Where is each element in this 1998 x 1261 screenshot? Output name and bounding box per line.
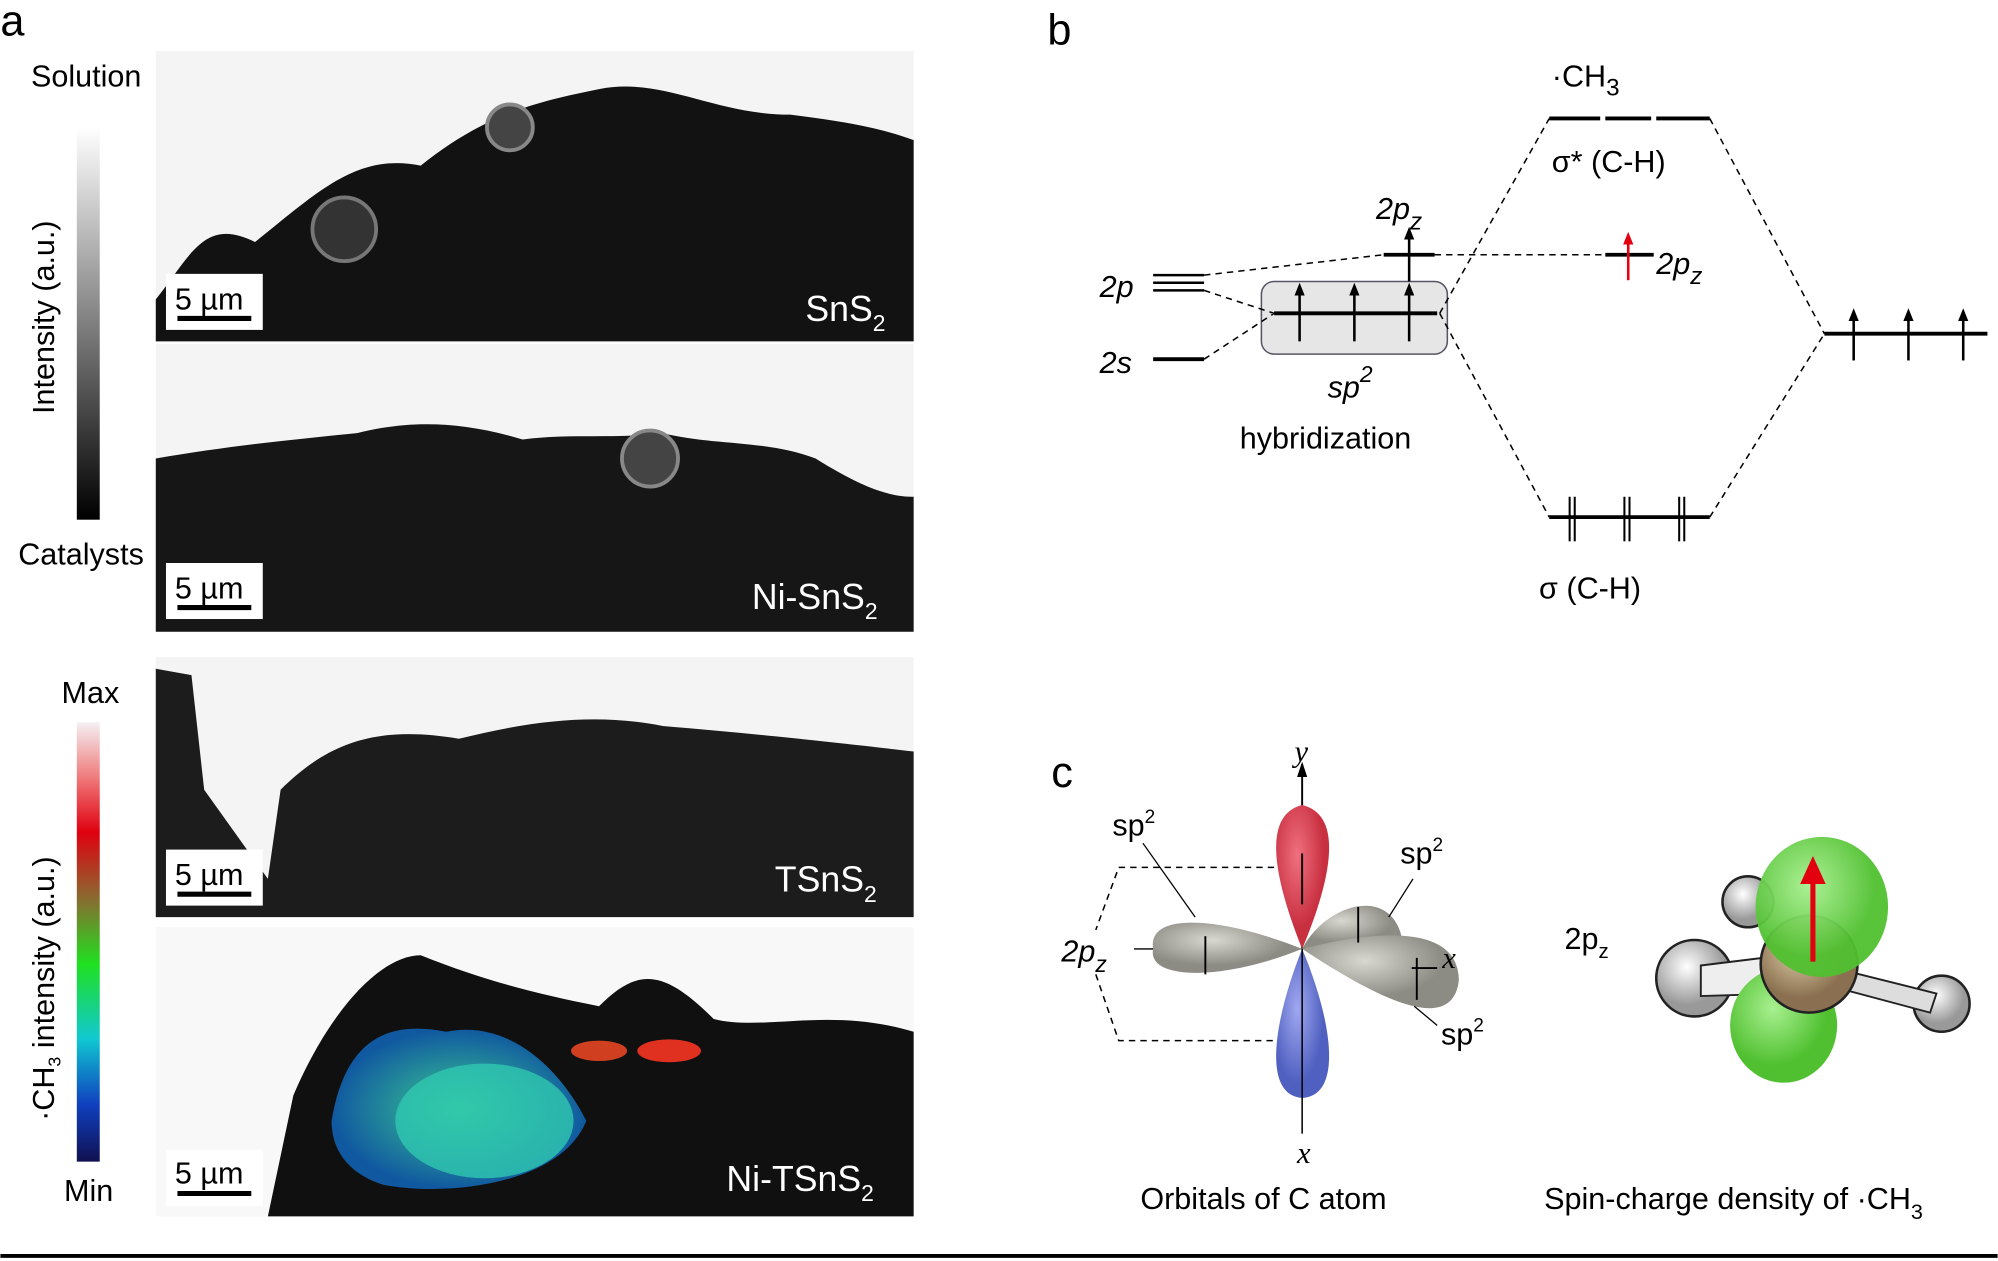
panel-b-label: b (1047, 7, 1071, 55)
sp2-label-1: sp2 (1112, 807, 1155, 843)
panel-c-label: c (1051, 749, 1073, 797)
axis-x-bottom-label: x (1296, 1136, 1311, 1170)
colorbar-top-label: Solution (31, 60, 141, 94)
colorbar2-axis-label: ·CH3 intensity (a.u.) (27, 856, 64, 1121)
sample-label: Ni-TSnS2 (726, 1159, 873, 1206)
hybridization-label: hybridization (1240, 421, 1412, 455)
sigma-star-label: σ* (C-H) (1552, 145, 1666, 179)
axis-y-label: y (1292, 735, 1309, 769)
rainbow-colorbar (76, 722, 100, 1162)
micrograph-sns2: 5 µm SnS2 (155, 50, 914, 342)
sigma-label: σ (C-H) (1539, 572, 1641, 606)
ch3-label: ·CH3 (1552, 60, 1620, 102)
2p-label: 2p (1099, 270, 1134, 304)
sp2-label-2: sp2 (1400, 835, 1443, 871)
2s-label: 2s (1099, 346, 1132, 380)
mo-diagram: b ·CH3 σ* (C-H) 2p 2s 2pz sp2 hybridizat… (1047, 7, 1988, 606)
sample-label: TSnS2 (775, 860, 877, 907)
sp2-label: sp2 (1328, 361, 1373, 404)
scale-bar-label: 5 µm (175, 572, 244, 606)
orbital-diagram: c y x x sp2 sp2 sp2 2pz Orbitals of C at… (1051, 735, 1971, 1224)
2pz-label-right: 2pz (1655, 247, 1702, 290)
sample-label: Ni-SnS2 (752, 577, 878, 624)
2pz-spin-label: 2pz (1565, 922, 1609, 963)
panel-a-label: a (0, 0, 25, 46)
sp2-label-3: sp2 (1441, 1016, 1484, 1052)
caption-spin-density: Spin-charge density of ·CH3 (1544, 1182, 1923, 1224)
scale-bar-label: 5 µm (175, 1156, 244, 1190)
scale-bar-label: 5 µm (175, 858, 244, 892)
colorbar-axis-label: Intensity (a.u.) (27, 220, 61, 414)
colorbar-bottom-label: Catalysts (18, 537, 144, 571)
grayscale-colorbar (76, 127, 100, 520)
2pz-bracket-label: 2pz (1060, 935, 1107, 977)
micrograph-ni-tsns2: 5 µm Ni-TSnS2 (155, 927, 914, 1217)
axis-x-label: x (1441, 941, 1456, 975)
colorbar2-bottom-label: Min (64, 1174, 113, 1208)
micrograph-tsns2: 5 µm TSnS2 (155, 657, 914, 918)
scale-bar-label: 5 µm (175, 283, 244, 317)
colorbar2-top-label: Max (62, 676, 120, 710)
sample-label: SnS2 (805, 289, 885, 336)
micrograph-ni-sns2: 5 µm Ni-SnS2 (155, 343, 914, 632)
caption-orbitals: Orbitals of C atom (1140, 1182, 1386, 1216)
2pz-label: 2pz (1375, 192, 1422, 235)
